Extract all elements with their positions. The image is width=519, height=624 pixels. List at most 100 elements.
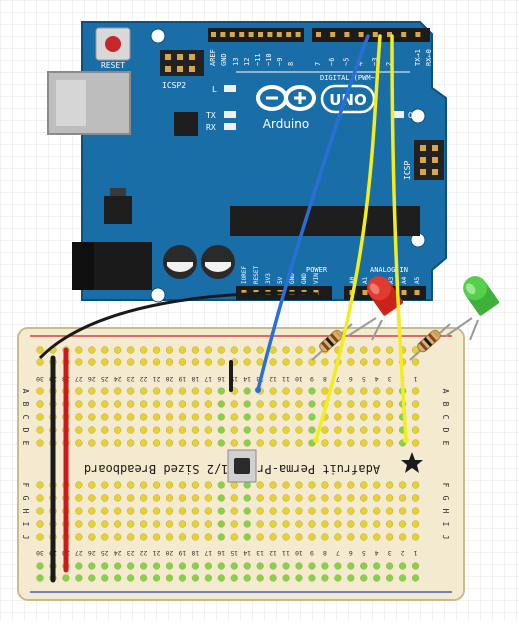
breadboard-hole	[165, 387, 174, 395]
breadboard-hole	[334, 507, 342, 515]
digital-pin-label: 7	[314, 62, 322, 66]
breadboard-hole	[243, 533, 251, 541]
breadboard-hole	[101, 413, 109, 421]
breadboard-hole	[308, 358, 316, 366]
breadboard-hole	[373, 346, 381, 354]
icsp-label: ICSP	[403, 161, 412, 180]
breadboard-hole	[178, 533, 187, 541]
breadboard-hole	[360, 507, 368, 515]
power-pin-label: VIN	[313, 273, 320, 284]
yellow-wire-green-led	[390, 34, 408, 442]
column-number: 9	[310, 375, 314, 383]
breadboard-hole	[360, 574, 368, 582]
resistor-green-led	[409, 323, 451, 361]
breadboard-hole	[36, 346, 44, 354]
analog-pin-label: A4	[401, 276, 408, 284]
breadboard-hole	[386, 413, 394, 421]
gnd-label: GND	[220, 53, 228, 66]
column-number: 13	[256, 549, 264, 557]
column-number: 15	[230, 549, 238, 557]
breadboard-hole	[75, 520, 83, 528]
breadboard-hole	[165, 481, 174, 489]
breadboard-hole	[256, 481, 264, 489]
breadboard-hole	[152, 387, 161, 395]
breadboard-hole	[165, 574, 174, 582]
breadboard-hole	[191, 400, 200, 408]
breadboard-hole	[308, 481, 316, 489]
breadboard-hole	[191, 574, 200, 582]
yellow-wire-end	[313, 437, 319, 443]
breadboard-hole	[269, 387, 277, 395]
breadboard-hole	[373, 481, 381, 489]
breadboard-hole	[152, 533, 161, 541]
column-numbers: 3030292928282727262625252424232322222121…	[36, 375, 418, 557]
breadboard-hole	[295, 494, 303, 502]
header-pin	[286, 32, 292, 37]
breadboard-hole	[360, 481, 368, 489]
breadboard-hole	[204, 494, 213, 502]
model-label: UNO	[329, 91, 367, 109]
breadboard-hole	[114, 494, 122, 502]
breadboard-hole	[191, 387, 200, 395]
breadboard-hole	[178, 400, 187, 408]
breadboard-hole	[373, 507, 381, 515]
breadboard-hole	[165, 439, 174, 447]
breadboard-hole	[126, 507, 135, 515]
column-number: 18	[191, 549, 199, 557]
breadboard-hole	[114, 400, 122, 408]
breadboard-hole	[139, 574, 148, 582]
push-button[interactable]	[227, 449, 257, 483]
column-number: 14	[243, 549, 251, 557]
breadboard-hole	[178, 481, 187, 489]
breadboard-hole	[88, 413, 96, 421]
breadboard-hole	[230, 507, 238, 515]
column-number: 6	[349, 549, 353, 557]
breadboard-hole	[36, 358, 44, 366]
atmega-chip	[230, 206, 420, 236]
breadboard-hole	[386, 533, 394, 541]
breadboard-hole	[101, 358, 109, 366]
breadboard-hole	[360, 346, 368, 354]
breadboard-hole	[217, 520, 225, 528]
breadboard-hole	[75, 346, 83, 354]
breadboard-hole	[334, 520, 342, 528]
usb-chip	[174, 112, 198, 136]
breadboard-hole	[101, 400, 109, 408]
breadboard-hole	[295, 439, 303, 447]
column-number: 4	[375, 549, 379, 557]
breadboard-hole	[217, 387, 225, 395]
column-number: 9	[310, 549, 314, 557]
breadboard-hole	[62, 574, 70, 582]
breadboard-hole	[101, 533, 109, 541]
breadboard-hole	[101, 494, 109, 502]
breadboard-hole	[256, 358, 264, 366]
breadboard-hole	[282, 574, 290, 582]
header-pin	[211, 32, 216, 37]
column-number: 20	[166, 375, 174, 383]
breadboard-hole	[139, 346, 148, 354]
breadboard-hole	[75, 574, 83, 582]
reset-button-cap[interactable]	[105, 36, 121, 52]
breadboard-hole	[230, 562, 238, 570]
breadboard-hole	[114, 413, 122, 421]
column-number: 27	[75, 549, 83, 557]
breadboard-hole	[165, 533, 174, 541]
breadboard-hole	[152, 358, 161, 366]
digital-label: DIGITAL (PWM~)	[320, 74, 379, 82]
breadboard-hole	[126, 520, 135, 528]
breadboard-hole	[347, 533, 355, 541]
breadboard-hole	[411, 520, 420, 528]
breadboard-hole	[230, 481, 238, 489]
breadboard-hole	[217, 346, 225, 354]
column-number: 5	[362, 375, 366, 383]
row-letter: D	[21, 428, 30, 433]
analog-pin	[414, 290, 420, 295]
breadboard-hole	[295, 533, 303, 541]
breadboard-hole	[88, 426, 96, 434]
column-number: 2	[401, 549, 405, 557]
digital-pin-holes	[211, 32, 421, 37]
breadboard-hole	[230, 413, 238, 421]
breadboard-hole	[256, 494, 264, 502]
header-pin	[372, 32, 378, 37]
